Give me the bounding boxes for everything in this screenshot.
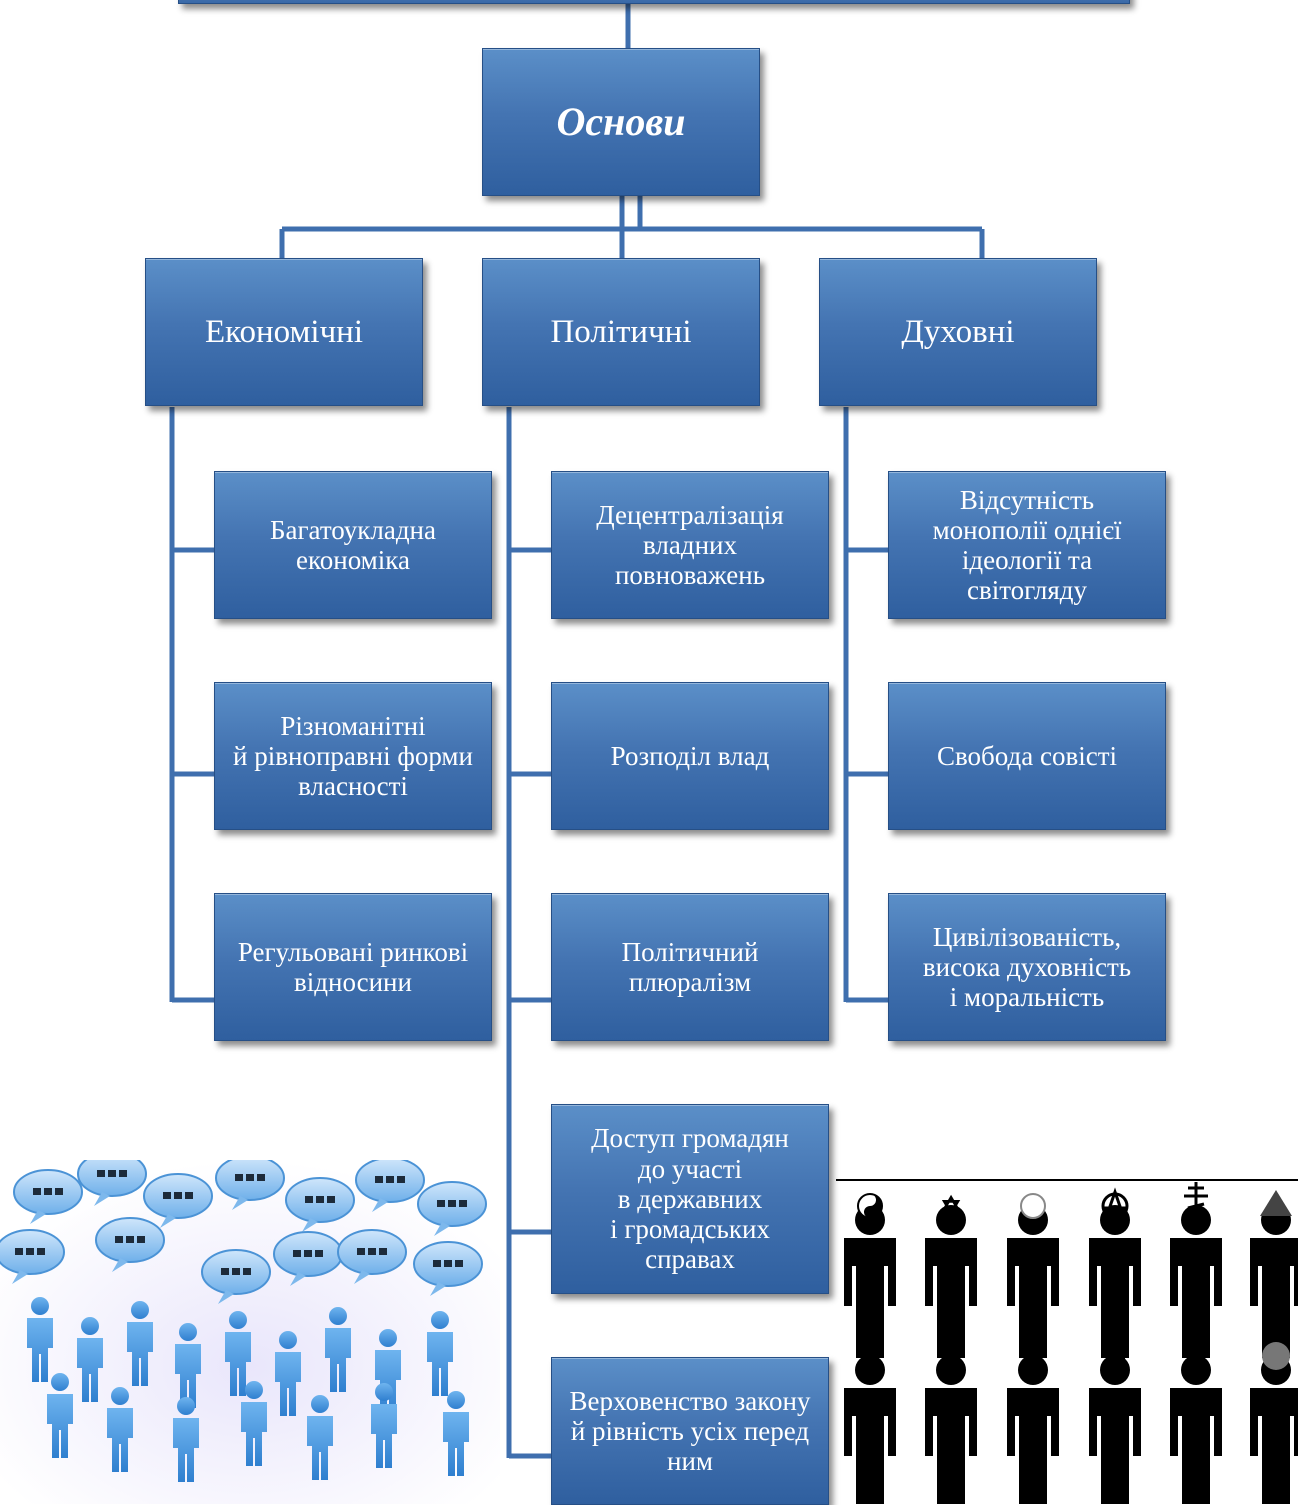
spiritual-item-2: Свобода совісті (888, 682, 1166, 830)
people-speech-bubbles-illustration (0, 1160, 500, 1504)
dollar-icon: $ (1186, 1341, 1205, 1376)
spiritual-item-1: Відсутність монополії однієї ідеології т… (888, 471, 1166, 619)
political-item-1: Децентралізація владних повноважень (551, 471, 829, 619)
category-spiritual-label: Духовні (901, 313, 1015, 350)
economic-item-3-label: Регульовані ринкові відносини (237, 936, 469, 997)
political-item-2-label: Розподіл влад (610, 740, 770, 771)
political-item-5: Верховенство закону й рівність усіх пере… (551, 1357, 829, 1505)
root-label: Основи (556, 98, 686, 144)
political-item-2: Розподіл влад (551, 682, 829, 830)
political-item-4-label: Доступ громадян до участі в державних і … (591, 1123, 789, 1275)
political-item-5-label: Верховенство закону й рівність усіх пере… (569, 1385, 811, 1477)
political-item-3: Політичний плюралізм (551, 893, 829, 1041)
category-political: Політичні (482, 258, 760, 406)
category-economic: Економічні (145, 258, 423, 406)
peace-icon: ☮ (1021, 1343, 1044, 1373)
economic-item-2: Різноманітні й рівноправні форми власнос… (214, 682, 492, 830)
star-of-david-icon: ✡ (941, 1192, 961, 1220)
pentagram-icon (1020, 1193, 1046, 1219)
spiritual-item-2-label: Свобода совісті (936, 740, 1118, 771)
parent-box-partial (178, 0, 1130, 4)
economic-item-1: Багатоукладна економіка (214, 471, 492, 619)
category-economic-label: Економічні (204, 313, 364, 350)
swastika-icon: 卐 (1102, 1343, 1128, 1373)
spiritual-item-3-label: Цивілізованість, висока духовність і мор… (922, 921, 1132, 1013)
star-icon: ★ (857, 1340, 882, 1373)
economic-item-1-label: Багатоукладна економіка (269, 514, 436, 575)
pyramid-icon (1260, 1190, 1292, 1216)
spiritual-item-3: Цивілізованість, висока духовність і мор… (888, 893, 1166, 1041)
political-item-1-label: Децентралізація владних повноважень (596, 499, 784, 591)
eagle-coat-of-arms-icon (1262, 1342, 1290, 1370)
category-political-label: Політичні (550, 313, 692, 350)
spiritual-item-1-label: Відсутність монополії однієї ідеології т… (932, 484, 1122, 606)
orthodox-cross-icon (1184, 1182, 1208, 1216)
economic-item-3: Регульовані ринкові відносини (214, 893, 492, 1041)
economic-item-2-label: Різноманітні й рівноправні форми власнос… (233, 710, 473, 802)
root-box: Основи (482, 48, 760, 196)
category-spiritual: Духовні (819, 258, 1097, 406)
political-item-3-label: Політичний плюралізм (621, 936, 759, 997)
symbol-figures-illustration: ✡ ★ ☪ ☮ 卐 $ (836, 1179, 1298, 1504)
anarchy-icon (1101, 1187, 1129, 1220)
political-item-4: Доступ громадян до участі в державних і … (551, 1104, 829, 1294)
crescent-icon: ☪ (939, 1343, 962, 1373)
yin-yang-icon (857, 1193, 883, 1219)
